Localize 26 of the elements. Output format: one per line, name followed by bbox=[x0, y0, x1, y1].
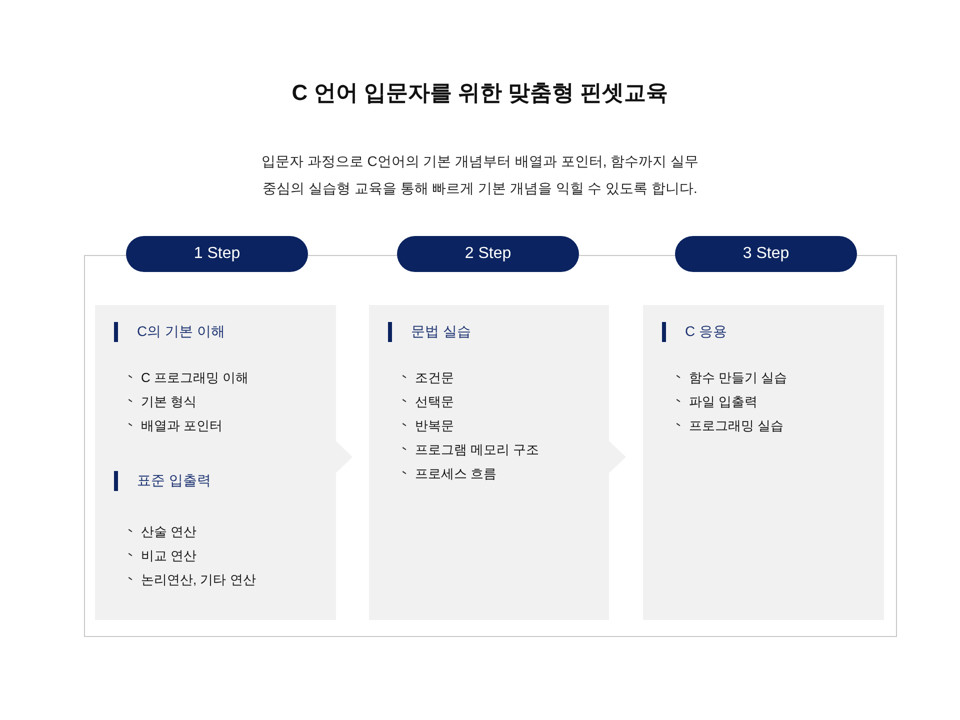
list-item: 프로그램 메모리 구조 bbox=[415, 441, 540, 459]
list-item: 파일 입출력 bbox=[689, 393, 758, 411]
list-item: 조건문 bbox=[415, 369, 454, 387]
list-item: 배열과 포인터 bbox=[141, 417, 223, 435]
list-item: 프로세스 흐름 bbox=[415, 465, 497, 483]
list-item: 논리연산, 기타 연산 bbox=[141, 571, 256, 589]
list-item: 산술 연산 bbox=[141, 523, 197, 541]
list-item: 함수 만들기 실습 bbox=[689, 369, 788, 387]
content-panel bbox=[95, 305, 336, 620]
content-panel bbox=[369, 305, 609, 620]
list-item: 반복문 bbox=[415, 417, 454, 435]
content-panel bbox=[643, 305, 884, 620]
list-item: C 프로그래밍 이해 bbox=[141, 369, 249, 387]
step-badge: 1 Step bbox=[126, 236, 308, 272]
list-item: 선택문 bbox=[415, 393, 454, 411]
step-badge: 3 Step bbox=[675, 236, 857, 272]
section-heading: C의 기본 이해 bbox=[137, 323, 225, 341]
section-heading: 표준 입출력 bbox=[137, 472, 211, 490]
list-item: 기본 형식 bbox=[141, 393, 197, 411]
section-heading: 문법 실습 bbox=[411, 323, 471, 341]
list-item: 비교 연산 bbox=[141, 547, 197, 565]
section-heading: C 응용 bbox=[685, 323, 727, 341]
list-item: 프로그래밍 실습 bbox=[689, 417, 784, 435]
step-badge: 2 Step bbox=[397, 236, 579, 272]
description-text: 입문자 과정으로 C언어의 기본 개념부터 배열과 포인터, 함수까지 실무 중심의 실습형 교육을 통해 빠르게 기본 개념을 익힐 수 있도록 합니다. bbox=[260, 152, 700, 198]
title: C 언어 입문자를 위한 맞춤형 핀셋교육 bbox=[290, 79, 670, 107]
